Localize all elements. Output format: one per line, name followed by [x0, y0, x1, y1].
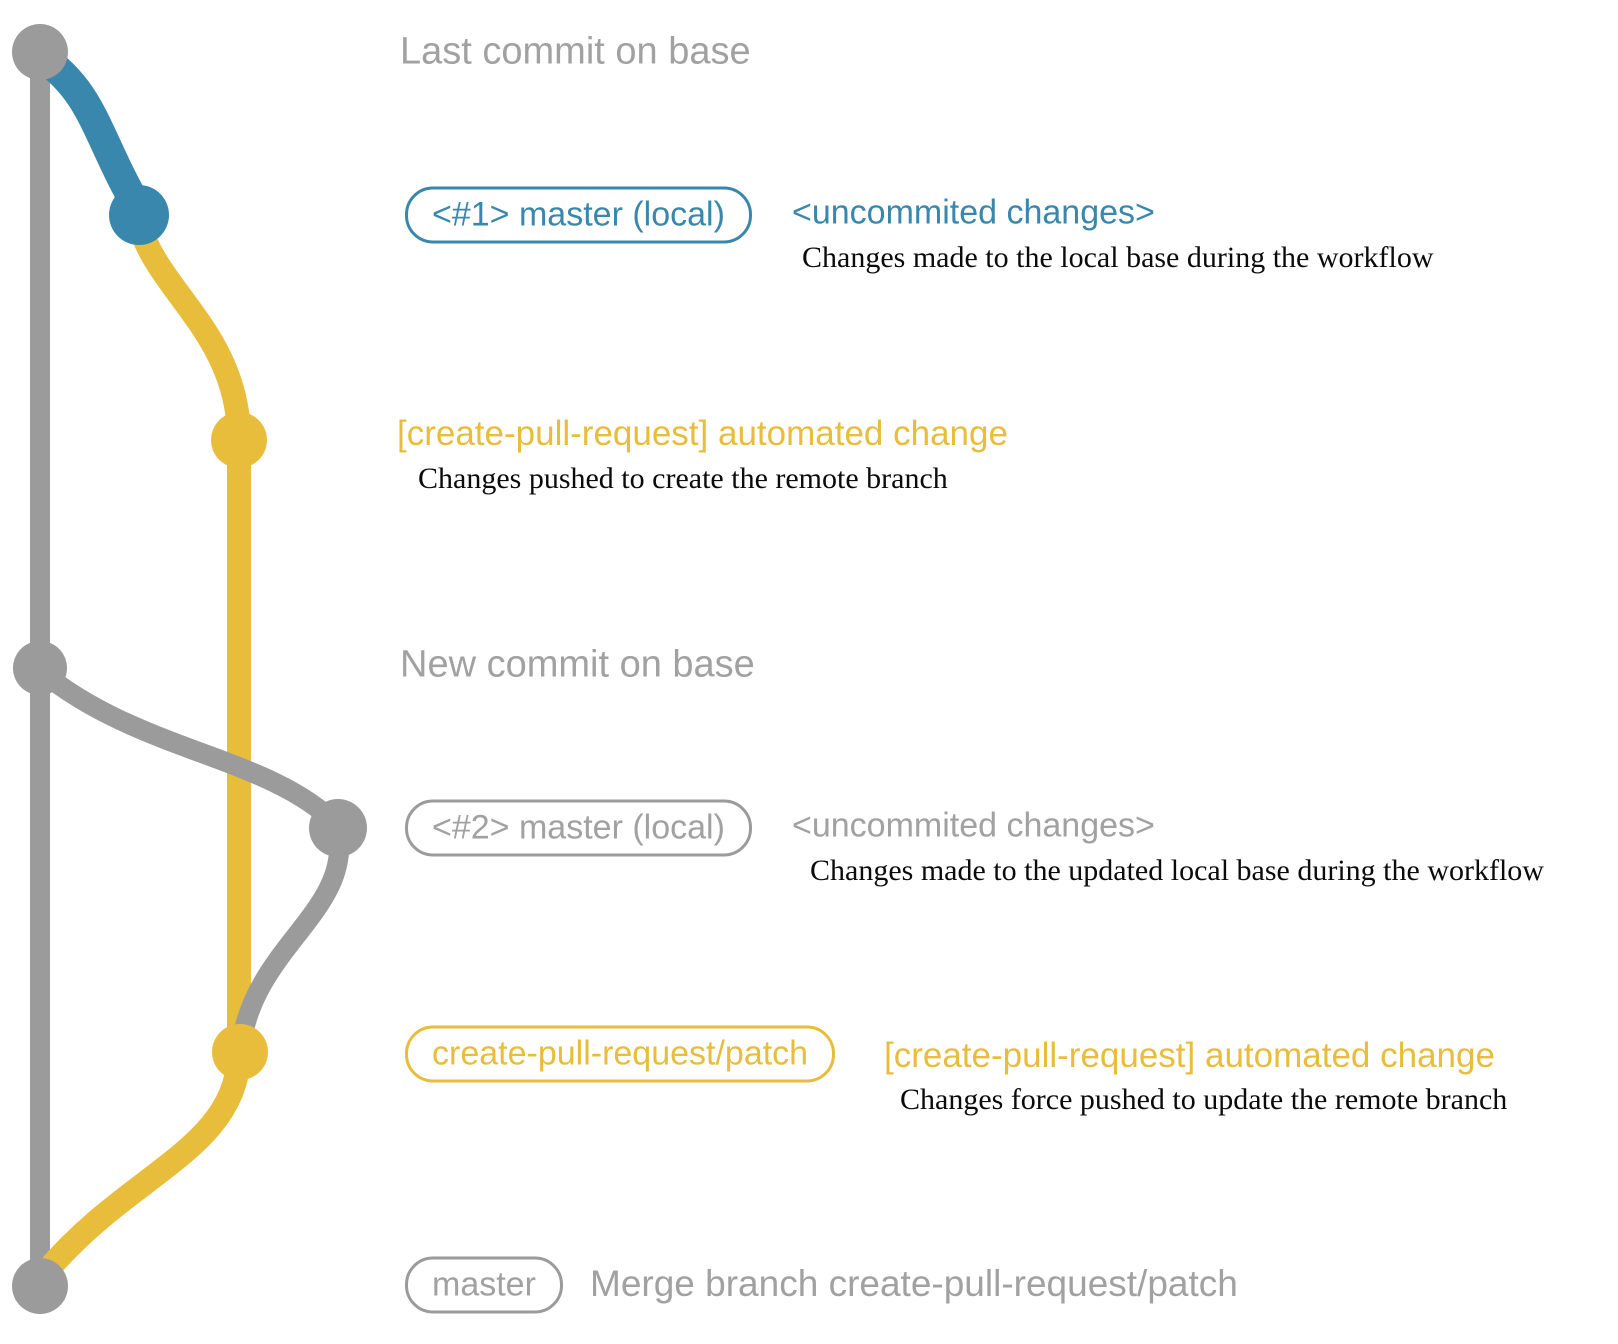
- merge-commit-label: Merge branch create-pull-request/patch: [590, 1263, 1238, 1304]
- local2-note: <uncommited changes>: [792, 806, 1155, 845]
- local2-caption: Changes made to the updated local base d…: [810, 854, 1544, 887]
- local1-note: <uncommited changes>: [792, 193, 1155, 232]
- commit-node-merge: [12, 1258, 68, 1314]
- local1-badge: <#1> master (local): [405, 186, 752, 244]
- push2-heading: [create-pull-request] automated change: [884, 1036, 1495, 1075]
- push1-heading: [create-pull-request] automated change: [397, 414, 1008, 453]
- commit-node-local-2: [309, 799, 367, 857]
- master-badge: master: [405, 1256, 563, 1314]
- local-changes-branch-curve: [25, 41, 153, 223]
- local2-badge: <#2> master (local): [405, 799, 752, 857]
- base-update-curve-in: [231, 820, 350, 1056]
- patch-merge-curve: [34, 1042, 251, 1284]
- push1-caption: Changes pushed to create the remote bran…: [418, 462, 948, 495]
- last-commit-label: Last commit on base: [400, 30, 751, 73]
- new-commit-label: New commit on base: [400, 643, 755, 686]
- patch-badge: create-pull-request/patch: [405, 1025, 836, 1083]
- commit-node-patch-1: [211, 412, 267, 468]
- push2-caption: Changes force pushed to update the remot…: [900, 1083, 1508, 1116]
- commit-node-new-base: [13, 641, 67, 695]
- commit-node-local-1: [109, 185, 169, 245]
- local1-caption: Changes made to the local base during th…: [802, 241, 1434, 274]
- commit-node-last-base: [12, 24, 68, 80]
- base-update-curve-out: [32, 662, 346, 834]
- patch-branch-curve-top: [126, 206, 251, 448]
- commit-node-patch-2: [212, 1024, 268, 1080]
